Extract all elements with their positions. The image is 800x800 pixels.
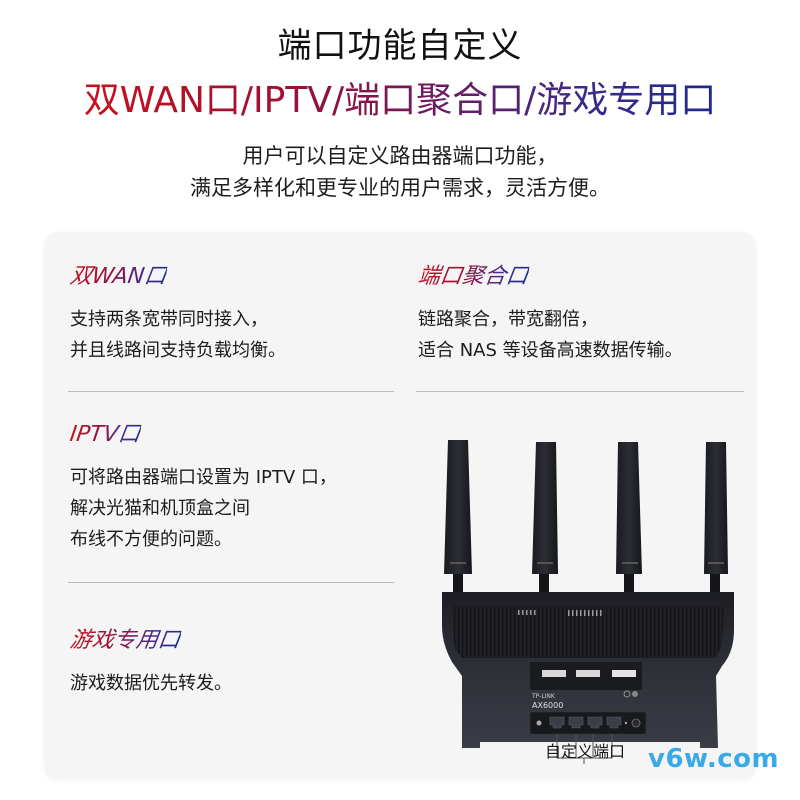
feature-link-aggregation: 端口聚合口 链路聚合，带宽翻倍， 适合 NAS 等设备高速数据传输。 [416, 262, 683, 366]
watermark: v6w.com [648, 744, 780, 774]
feature-gaming-port: 游戏专用口 游戏数据优先转发。 [68, 626, 232, 699]
divider [416, 391, 744, 392]
svg-text:AX6000: AX6000 [532, 701, 563, 710]
feature-line: 支持两条宽带同时接入， [70, 309, 268, 330]
feature-iptv: IPTV口 可将路由器端口设置为 IPTV 口， 解决光猫和机顶盒之间 布线不方… [68, 420, 337, 555]
description-line: 满足多样化和更专业的用户需求，灵活方便。 [190, 176, 610, 200]
antenna-icon [532, 442, 558, 594]
feature-title: 游戏专用口 [68, 626, 182, 656]
feature-line: 布线不方便的问题。 [70, 529, 232, 550]
svg-text:TP-LINK: TP-LINK [531, 693, 556, 700]
feature-line: 适合 NAS 等设备高速数据传输。 [418, 340, 683, 361]
feature-description: 可将路由器端口设置为 IPTV 口， 解决光猫和机顶盒之间 布线不方便的问题。 [70, 462, 337, 555]
feature-line: 解决光猫和机顶盒之间 [70, 498, 250, 519]
antenna-icon [616, 442, 642, 594]
feature-title: IPTV口 [68, 420, 142, 450]
page-description: 用户可以自定义路由器端口功能， 满足多样化和更专业的用户需求，灵活方便。 [0, 140, 800, 204]
feature-dual-wan: 双WAN口 支持两条宽带同时接入， 并且线路间支持负载均衡。 [68, 262, 286, 366]
router-illustration: TP-LINK AX6000 [442, 440, 734, 764]
antenna-icon [704, 442, 728, 594]
custom-port-caption: 自定义端口 [544, 742, 625, 761]
feature-line: 并且线路间支持负载均衡。 [70, 340, 286, 361]
description-line: 用户可以自定义路由器端口功能， [242, 144, 558, 168]
divider [68, 391, 394, 392]
page-title: 端口功能自定义 [277, 26, 523, 66]
feature-description: 链路聚合，带宽翻倍， 适合 NAS 等设备高速数据传输。 [418, 304, 683, 366]
subtitle-gradient-text: 双WAN口/IPTV/端口聚合口/游戏专用口 [83, 80, 717, 121]
antenna-icon [444, 440, 472, 594]
port-bracket [556, 734, 613, 764]
page-subtitle: 双WAN口/IPTV/端口聚合口/游戏专用口 [0, 76, 800, 126]
feature-title: 端口聚合口 [416, 262, 530, 292]
divider [68, 582, 394, 583]
feature-title: 双WAN口 [68, 262, 168, 292]
lan-port-icon [549, 716, 622, 729]
feature-line: 可将路由器端口设置为 IPTV 口， [70, 467, 337, 488]
feature-line: 游戏数据优先转发。 [70, 673, 232, 694]
feature-description: 游戏数据优先转发。 [70, 668, 232, 699]
feature-description: 支持两条宽带同时接入， 并且线路间支持负载均衡。 [70, 304, 286, 366]
router-image: TP-LINK AX6000 [422, 430, 762, 770]
feature-line: 链路聚合，带宽翻倍， [418, 309, 598, 330]
